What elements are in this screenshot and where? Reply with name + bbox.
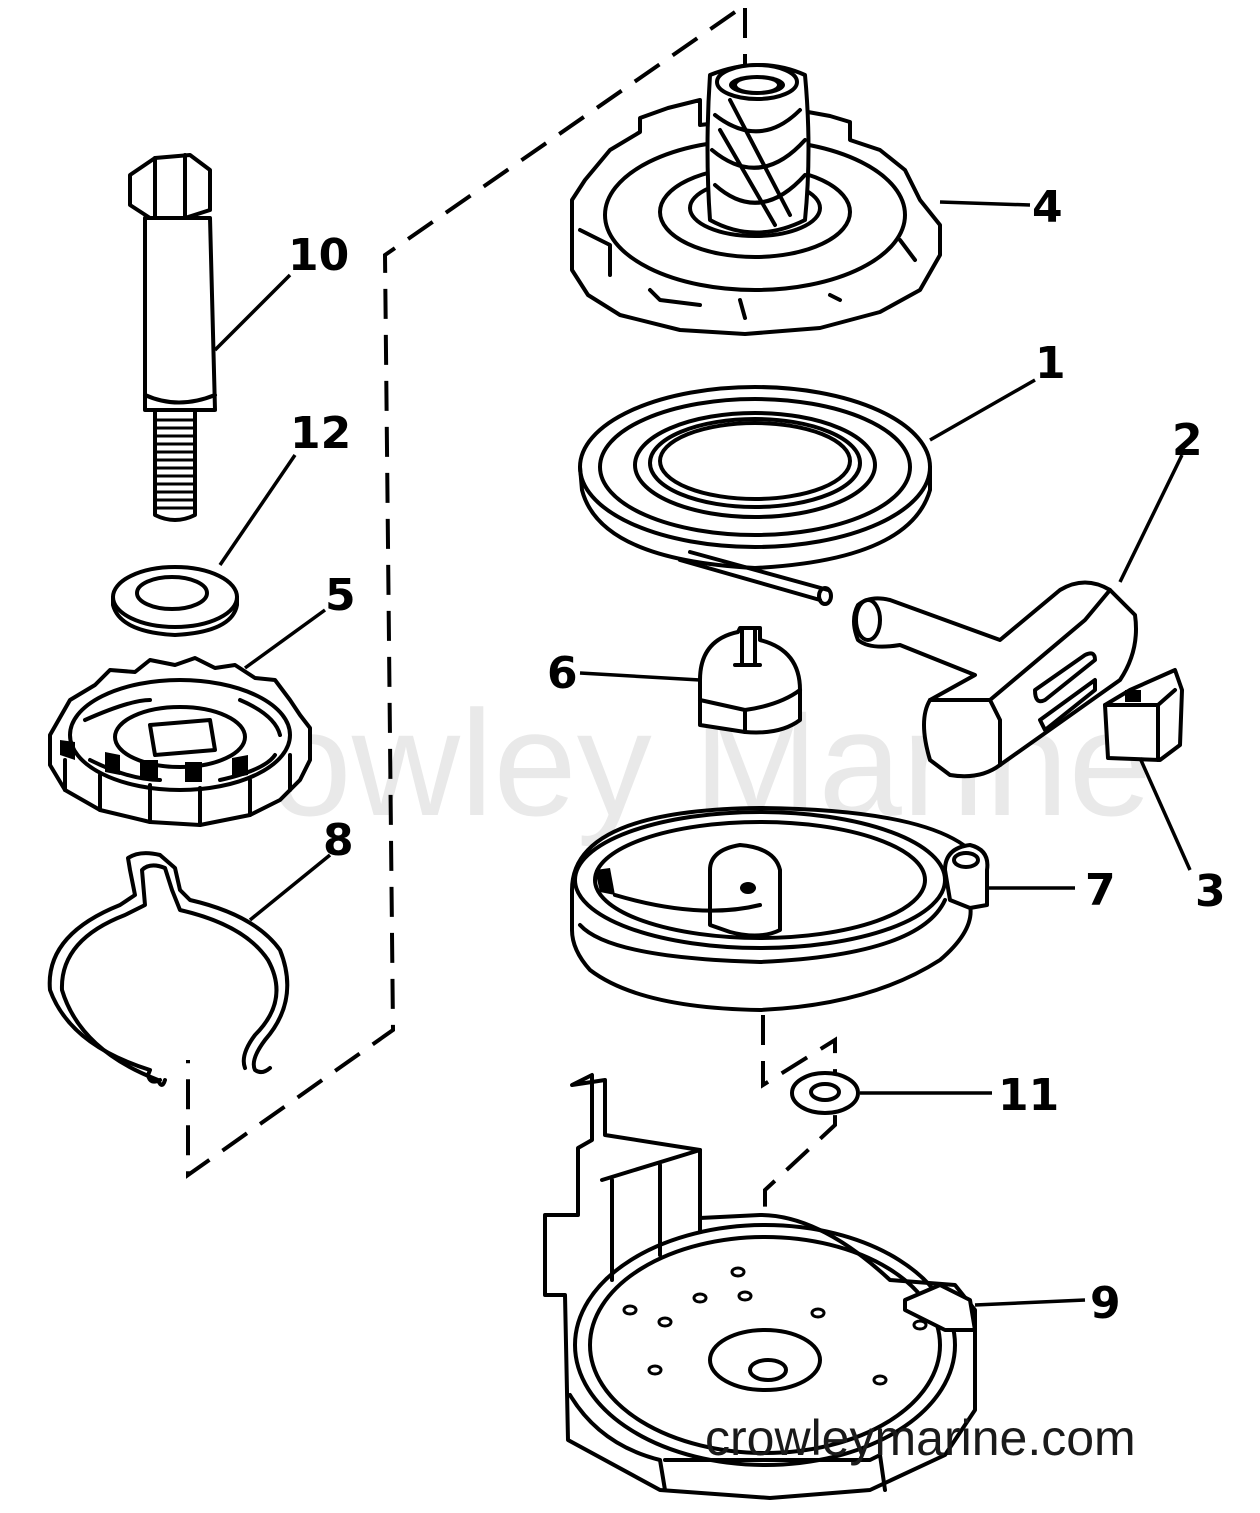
label-11: 11 xyxy=(998,1070,1059,1121)
part-10-shoulder-bolt xyxy=(128,153,217,522)
label-7: 7 xyxy=(1085,865,1116,916)
part-2-starter-handle xyxy=(852,580,1138,779)
label-12: 12 xyxy=(290,408,351,459)
website-url: crowleymarine.com xyxy=(705,1410,1136,1466)
part-7-spring-housing xyxy=(570,806,990,1012)
part-8-wire-clip xyxy=(47,851,290,1087)
part-11-washer xyxy=(790,1071,860,1115)
label-2: 2 xyxy=(1172,415,1203,466)
label-5: 5 xyxy=(325,570,356,621)
part-1-rewind-spring xyxy=(578,385,932,606)
housing-holes xyxy=(622,1266,928,1386)
label-6: 6 xyxy=(547,648,578,699)
label-3: 3 xyxy=(1195,866,1226,917)
part-9-starter-housing xyxy=(543,1073,977,1500)
callout-labels: 4 1 2 3 6 7 11 9 10 12 5 8 xyxy=(288,182,1226,1329)
label-10: 10 xyxy=(288,230,349,281)
part-12-flat-washer xyxy=(111,565,239,637)
part-4-pinion-hub xyxy=(570,63,942,336)
label-8: 8 xyxy=(323,815,354,866)
label-9: 9 xyxy=(1090,1278,1121,1329)
part-6-pawl xyxy=(698,626,802,735)
label-1: 1 xyxy=(1035,338,1066,389)
part-5-gear xyxy=(48,656,312,827)
leader-lines xyxy=(213,200,1192,1307)
part-3-handle-insert xyxy=(1103,668,1184,762)
label-4: 4 xyxy=(1032,182,1063,233)
